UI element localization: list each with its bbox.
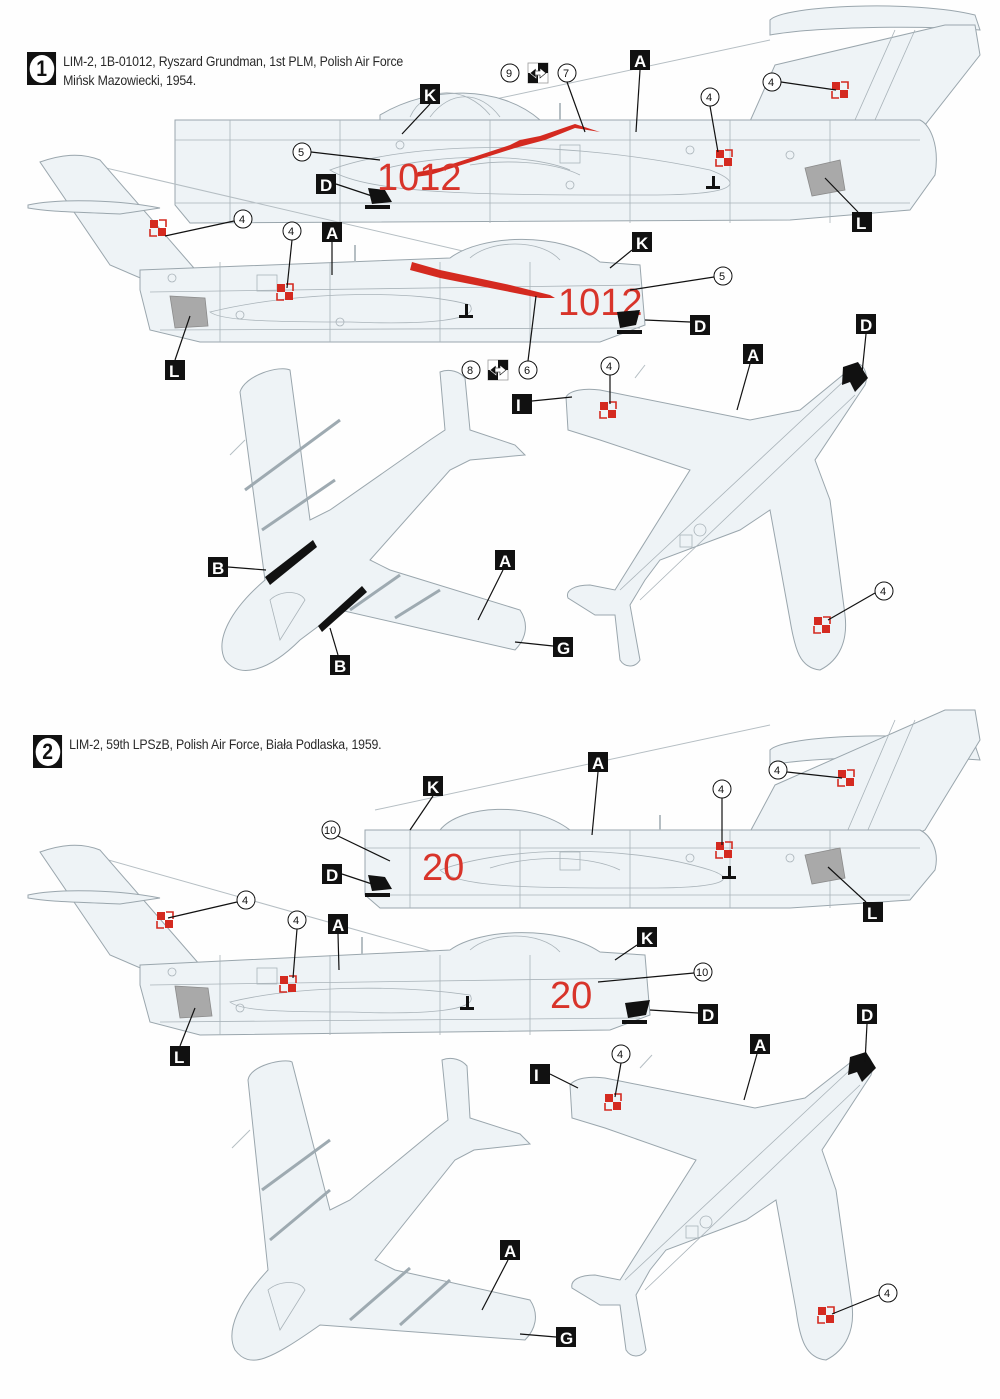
scheme-2-starboard-exhaust-panel bbox=[804, 847, 846, 885]
svg-text:K: K bbox=[641, 929, 654, 948]
scheme-1-port-lightning bbox=[410, 262, 555, 298]
svg-text:B: B bbox=[334, 657, 346, 676]
scheme-1-starboard-nose-stripe bbox=[365, 205, 390, 209]
scheme-2-top-view bbox=[231, 1057, 536, 1361]
svg-text:A: A bbox=[634, 52, 646, 71]
svg-text:7: 7 bbox=[563, 68, 569, 80]
scheme-1-bottom-callouts: I A D 4 4 bbox=[512, 314, 894, 621]
scheme-1-top-black-band-left bbox=[265, 540, 317, 585]
svg-text:G: G bbox=[560, 1329, 573, 1348]
svg-text:10: 10 bbox=[324, 825, 336, 837]
svg-text:D: D bbox=[320, 176, 332, 195]
svg-text:D: D bbox=[326, 866, 338, 885]
scheme-2-port-callouts: A K D L 4 4 10 bbox=[167, 890, 718, 1067]
svg-text:8: 8 bbox=[467, 365, 473, 377]
svg-text:10: 10 bbox=[696, 967, 708, 979]
svg-text:5: 5 bbox=[719, 271, 725, 283]
scheme-1-starboard-code: 1012 bbox=[377, 157, 462, 199]
scheme-1-starboard-profile: 1012 bbox=[174, 5, 981, 224]
svg-text:A: A bbox=[747, 346, 759, 365]
svg-text:4: 4 bbox=[706, 92, 712, 104]
svg-text:K: K bbox=[424, 86, 437, 105]
scheme-2-bottom-nose-black bbox=[848, 1052, 876, 1082]
svg-text:A: A bbox=[499, 552, 511, 571]
scheme-1-top-view bbox=[221, 368, 527, 671]
scheme-1-flag-decal-right bbox=[527, 62, 549, 84]
svg-text:L: L bbox=[174, 1048, 184, 1067]
svg-text:D: D bbox=[694, 317, 706, 336]
scheme-1-port-profile: 1012 bbox=[27, 154, 646, 343]
svg-text:D: D bbox=[861, 1006, 873, 1025]
svg-text:4: 4 bbox=[768, 77, 774, 89]
svg-text:I: I bbox=[534, 1066, 539, 1085]
scheme-1-bottom-view bbox=[565, 362, 868, 671]
scheme-1-number-badge: 1 bbox=[27, 52, 57, 85]
svg-text:6: 6 bbox=[524, 365, 530, 377]
svg-text:5: 5 bbox=[298, 147, 304, 159]
svg-text:A: A bbox=[754, 1036, 766, 1055]
scheme-1-port-callouts: A K D L 4 4 5 6 8 bbox=[164, 209, 733, 381]
svg-text:B: B bbox=[212, 559, 224, 578]
svg-text:G: G bbox=[557, 639, 570, 658]
svg-text:D: D bbox=[860, 316, 872, 335]
scheme-1-starboard-lightning bbox=[415, 124, 600, 177]
svg-text:D: D bbox=[702, 1006, 714, 1025]
scheme-1-bottom-nose-black bbox=[842, 362, 868, 392]
scheme-1-caption-line1: LIM-2, 1B-01012, Ryszard Grundman, 1st P… bbox=[63, 53, 404, 69]
scheme-2-caption-line1: LIM-2, 59th LPSzB, Polish Air Force, Bia… bbox=[69, 736, 382, 752]
scheme-2-number-badge: 2 bbox=[33, 735, 63, 768]
scheme-1-caption: 1 LIM-2, 1B-01012, Ryszard Grundman, 1st… bbox=[27, 52, 403, 90]
svg-text:4: 4 bbox=[242, 895, 248, 907]
scheme-2-port-exhaust-panel bbox=[174, 985, 213, 1019]
scheme-2-starboard-callouts: K A D L 10 4 4 bbox=[321, 752, 883, 923]
svg-text:K: K bbox=[427, 778, 440, 797]
svg-text:4: 4 bbox=[617, 1049, 623, 1061]
svg-text:A: A bbox=[332, 916, 344, 935]
svg-text:4: 4 bbox=[239, 214, 245, 226]
svg-text:4: 4 bbox=[288, 226, 294, 238]
svg-text:K: K bbox=[636, 234, 649, 253]
svg-text:4: 4 bbox=[774, 765, 780, 777]
scheme-1-starboard-gear bbox=[712, 176, 715, 188]
scheme-2-top-callouts: A G bbox=[481, 1240, 576, 1348]
svg-text:4: 4 bbox=[884, 1288, 890, 1300]
svg-text:A: A bbox=[504, 1242, 516, 1261]
scheme-2-port-profile: 20 bbox=[27, 844, 651, 1036]
scheme-1-top-black-band-right bbox=[318, 586, 367, 632]
svg-text:L: L bbox=[856, 214, 866, 233]
scheme-2-port-code: 20 bbox=[550, 975, 592, 1017]
scheme-2-bottom-view bbox=[569, 1052, 876, 1361]
scheme-1-starboard-gear-base bbox=[706, 186, 720, 189]
scheme-2-caption: 2 LIM-2, 59th LPSzB, Polish Air Force, B… bbox=[33, 735, 382, 768]
svg-text:9: 9 bbox=[506, 68, 512, 80]
scheme-2-starboard-code: 20 bbox=[422, 847, 464, 889]
scheme-1-starboard-nose-black bbox=[368, 188, 392, 204]
scheme-1-top-callouts: B B A G bbox=[208, 550, 573, 676]
scheme-1-port-exhaust-panel bbox=[169, 295, 209, 329]
svg-text:I: I bbox=[516, 396, 521, 415]
scheme-2-starboard-profile: 20 bbox=[364, 709, 981, 909]
scheme-1-starboard-callouts: K A D L 5 7 4 4 9 bbox=[292, 50, 872, 233]
svg-text:A: A bbox=[592, 754, 604, 773]
svg-text:A: A bbox=[326, 224, 338, 243]
scheme-1-flag-decal-left bbox=[487, 359, 509, 381]
svg-text:4: 4 bbox=[293, 915, 299, 927]
svg-text:L: L bbox=[867, 904, 877, 923]
svg-text:L: L bbox=[169, 362, 179, 381]
scheme-2-bottom-callouts: I A D 4 4 bbox=[530, 1004, 898, 1315]
scheme-1-caption-line2: Mińsk Mazowiecki, 1954. bbox=[63, 72, 196, 88]
svg-text:4: 4 bbox=[606, 361, 612, 373]
svg-text:4: 4 bbox=[880, 586, 886, 598]
svg-text:4: 4 bbox=[718, 784, 724, 796]
